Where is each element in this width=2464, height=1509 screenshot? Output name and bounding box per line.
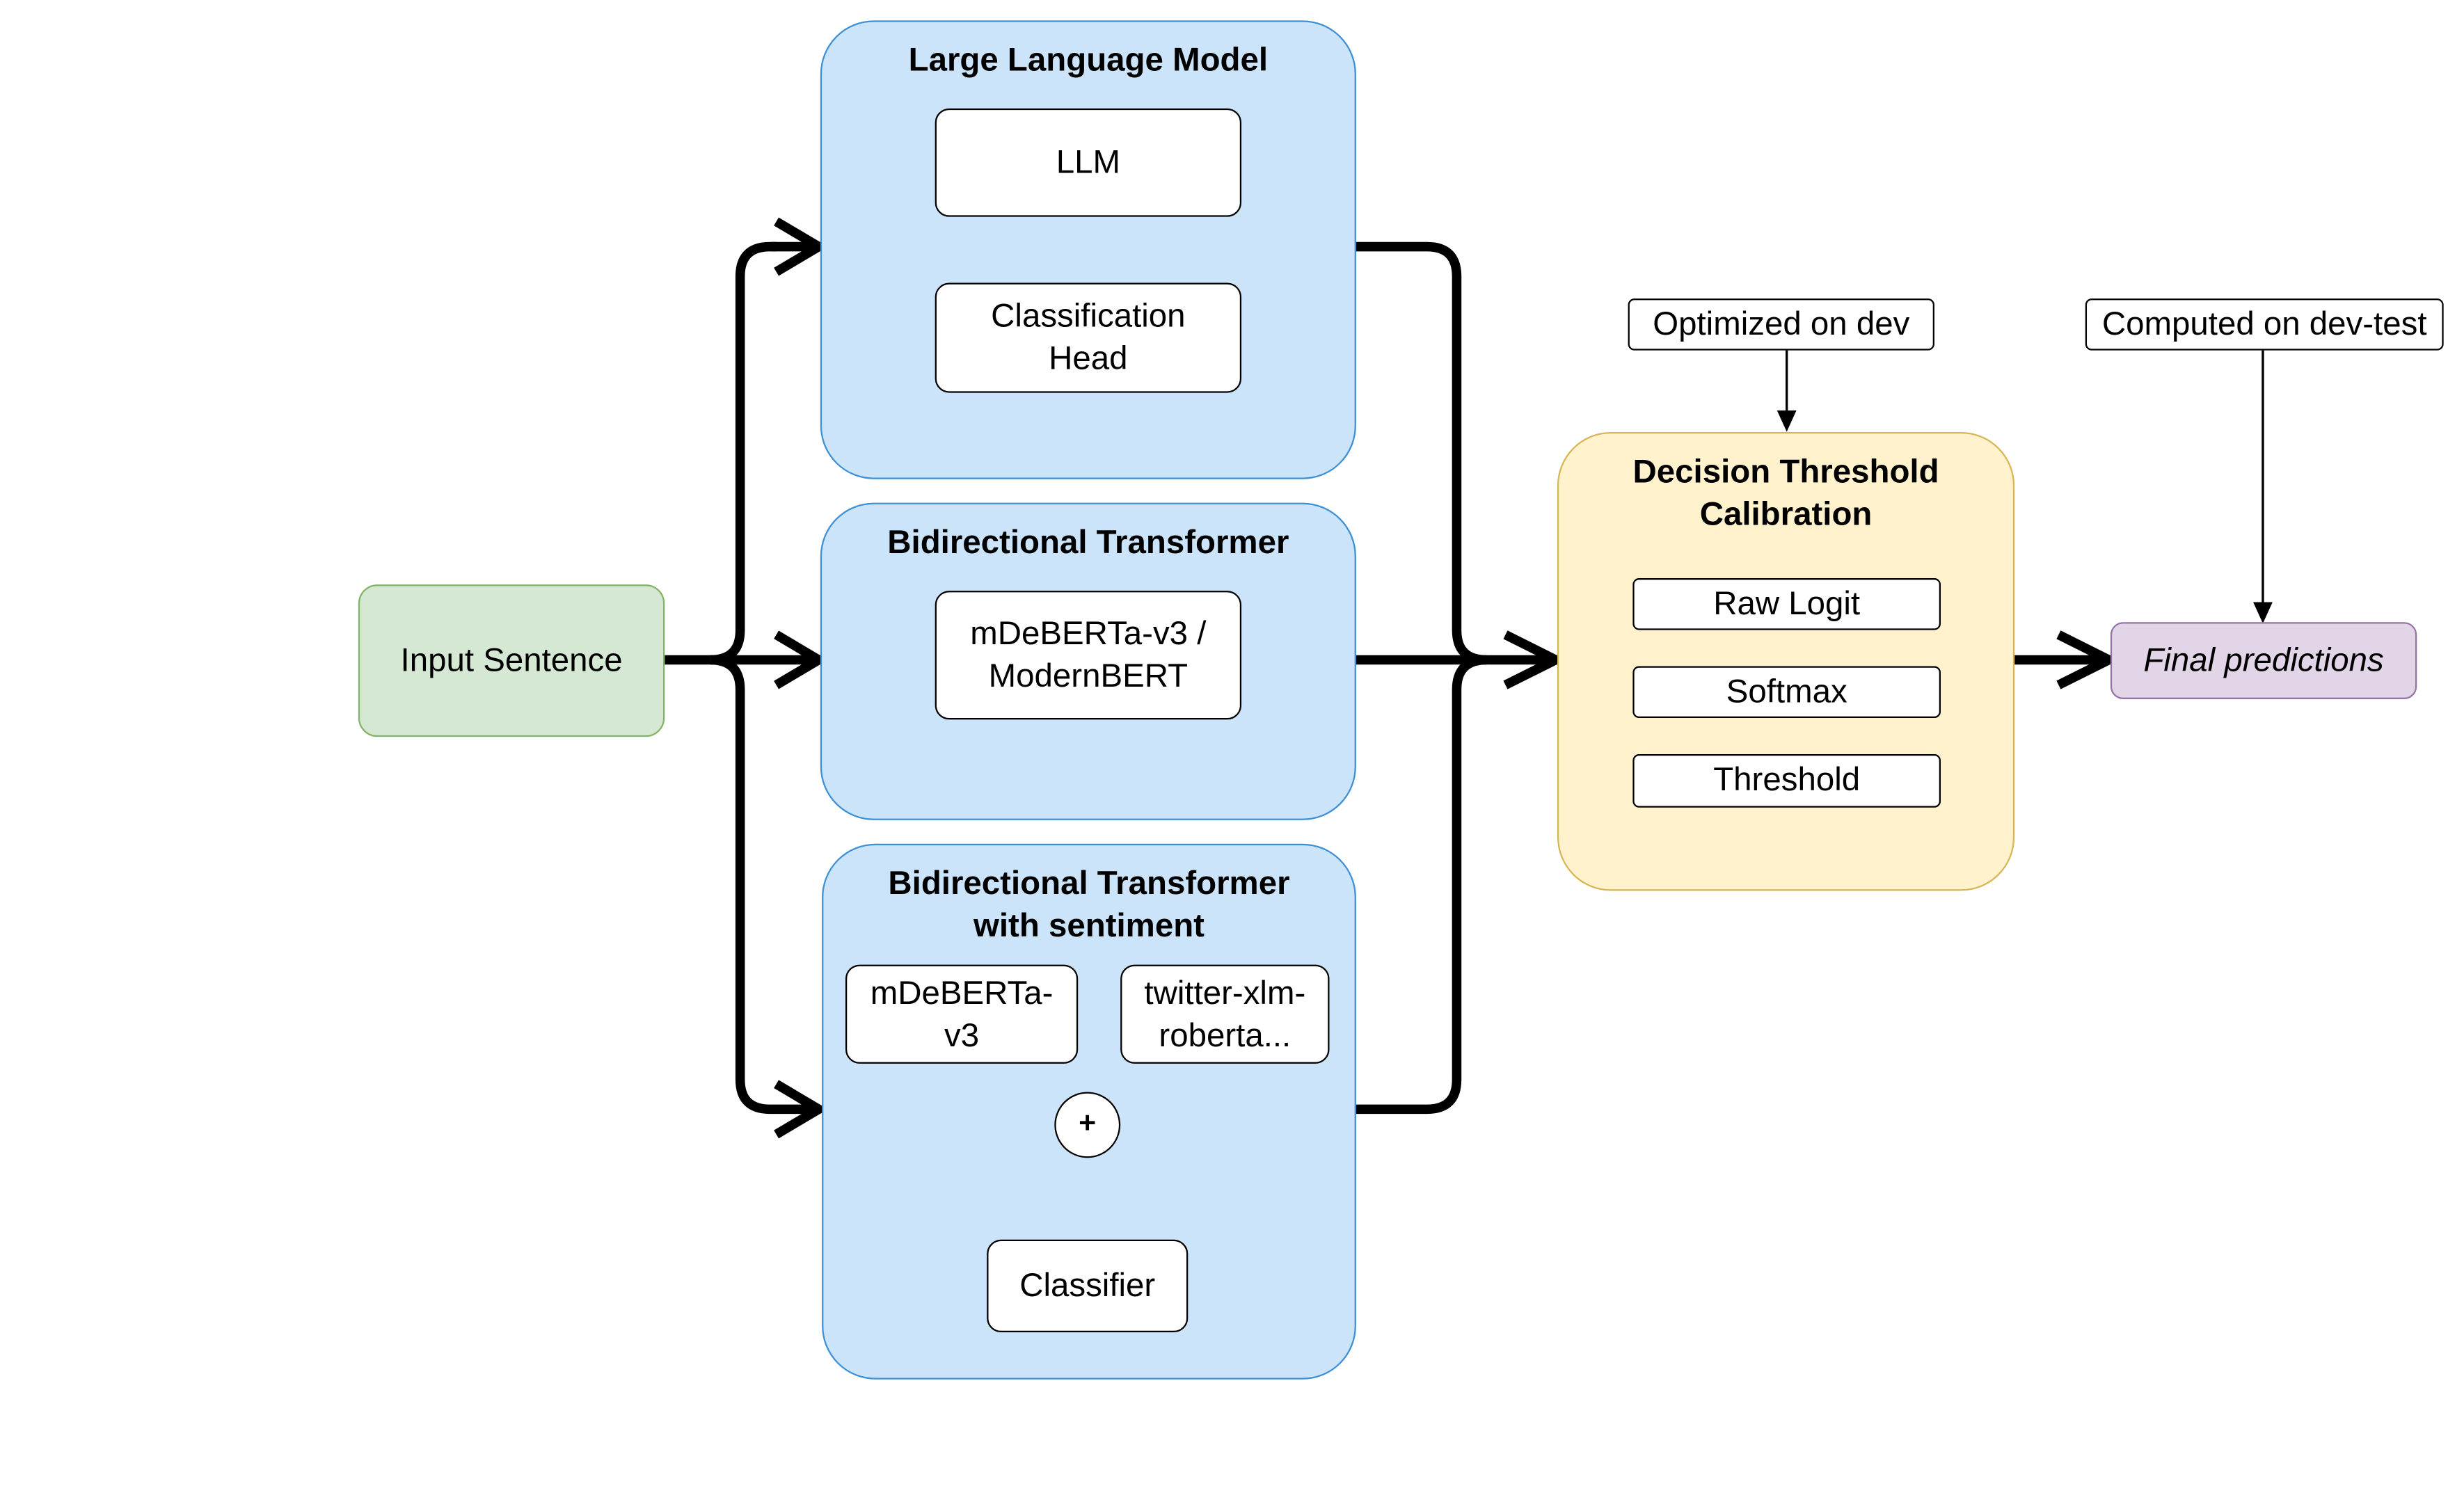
note-optimized-on-dev: Optimized on dev [1628, 298, 1934, 351]
llm-group-title: Large Language Model [908, 42, 1269, 79]
note-optimized-label: Optimized on dev [1653, 305, 1910, 342]
softmax-label: Softmax [1726, 673, 1847, 710]
threshold-label: Threshold [1713, 762, 1861, 799]
input-sentence-node: Input Sentence [358, 584, 665, 737]
edge-input-to-llm [710, 241, 777, 665]
edge-computed-to-output [2253, 350, 2273, 624]
classifier-label: Classifier [1019, 1268, 1156, 1304]
input-sentence-label: Input Sentence [400, 641, 623, 678]
classification-head-label: Classification Head [991, 298, 1186, 377]
classifier-node: Classifier [987, 1239, 1189, 1333]
calibration-title: Decision Threshold Calibration [1632, 454, 1939, 533]
llm-node: LLM [935, 108, 1242, 217]
calibration-group: Decision Threshold Calibration [1557, 432, 2015, 891]
bts-model-a-node: mDeBERTa-v3 [845, 964, 1079, 1064]
llm-label: LLM [1056, 144, 1120, 181]
final-predictions-node: Final predictions [2110, 622, 2417, 699]
note-computed-label: Computed on dev-test [2101, 305, 2427, 342]
calibration-step-raw-logit: Raw Logit [1632, 578, 1941, 630]
llm-group: Large Language Model [820, 20, 1356, 479]
bts-model-a-label: mDeBERTa-v3 [870, 975, 1054, 1055]
edge-calibration-to-output [2014, 630, 2120, 689]
note-computed-on-dev-test: Computed on dev-test [2085, 298, 2444, 351]
bts-model-b-node: twitter-xlm-roberta... [1120, 964, 1330, 1064]
bt-model-label: mDeBERTa-v3 / ModernBERT [970, 616, 1207, 695]
calibration-step-softmax: Softmax [1632, 666, 1941, 719]
edge-bts-to-merge [1356, 655, 1487, 1115]
final-predictions-label: Final predictions [2143, 641, 2384, 678]
edge-calibration-arrowhead [1503, 630, 1566, 689]
bts-model-b-label: twitter-xlm-roberta... [1144, 975, 1306, 1055]
combine-plus-label: + [1079, 1108, 1097, 1141]
bts-group-title: Bidirectional Transformer with sentiment [888, 865, 1290, 945]
edge-llm-to-merge [1356, 241, 1487, 665]
raw-logit-label: Raw Logit [1713, 585, 1861, 622]
bt-group-title: Bidirectional Transformer [887, 525, 1289, 561]
edge-input-to-bts [710, 655, 828, 1139]
edge-input-to-llm-head [771, 217, 828, 276]
edge-optimized-to-calibration [1777, 350, 1797, 432]
calibration-step-threshold: Threshold [1632, 753, 1941, 808]
combine-plus-node: + [1054, 1092, 1121, 1158]
bt-model-node: mDeBERTa-v3 / ModernBERT [935, 591, 1242, 720]
classification-head-node: Classification Head [935, 282, 1242, 393]
